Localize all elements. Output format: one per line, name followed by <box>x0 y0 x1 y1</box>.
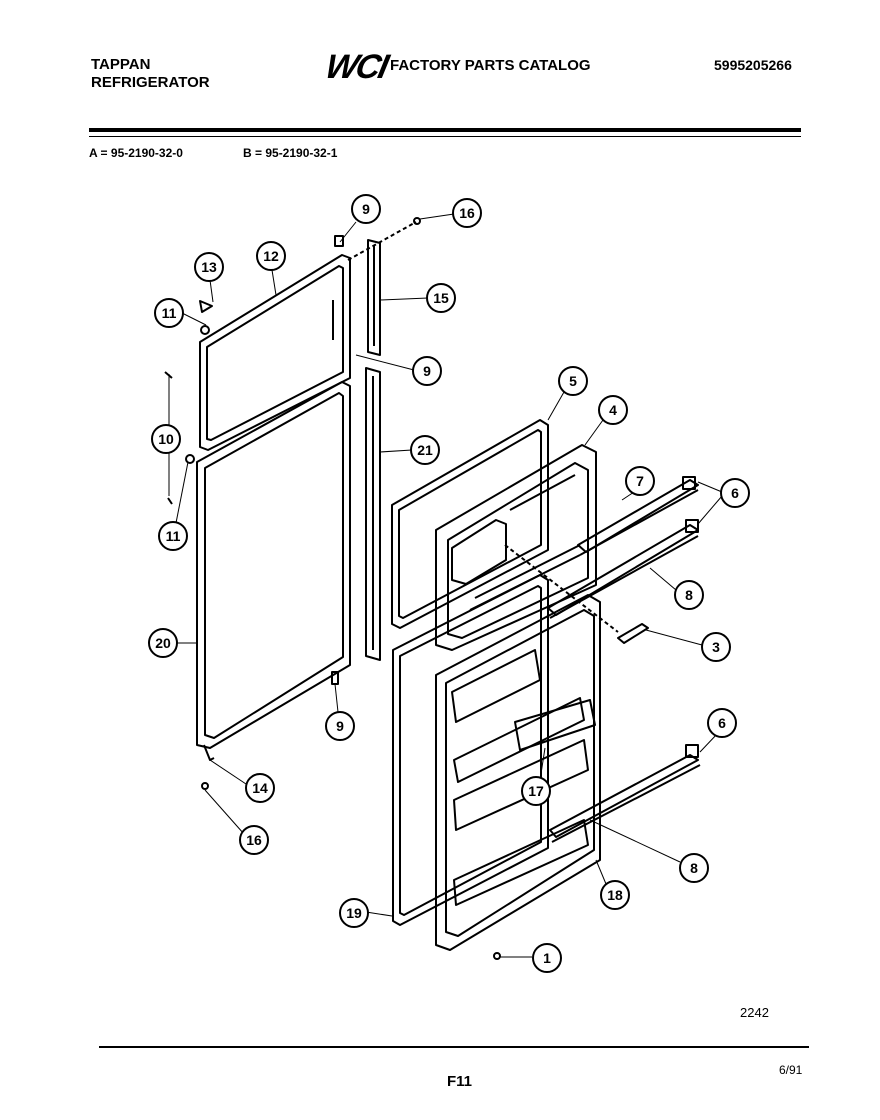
header-rule-thin <box>89 136 801 137</box>
svg-text:18: 18 <box>607 887 623 903</box>
svg-text:16: 16 <box>246 832 262 848</box>
svg-text:13: 13 <box>201 259 217 275</box>
document-number: 5995205266 <box>714 57 792 73</box>
callout-9-bottom: 9 <box>325 711 355 741</box>
svg-text:20: 20 <box>155 635 171 651</box>
callout-19: 19 <box>339 898 369 928</box>
svg-text:16: 16 <box>459 205 475 221</box>
svg-text:19: 19 <box>346 905 362 921</box>
callout-group: 9 16 13 12 15 11 <box>148 194 750 973</box>
svg-text:3: 3 <box>712 639 720 655</box>
callout-11-lower: 11 <box>158 521 188 551</box>
callout-8-lower: 8 <box>679 853 709 883</box>
fresh-food-liner-18 <box>435 594 601 951</box>
callout-16-top: 16 <box>452 198 482 228</box>
freezer-liner-4 <box>435 444 597 651</box>
svg-text:11: 11 <box>166 528 181 544</box>
svg-text:9: 9 <box>362 201 370 217</box>
freezer-gasket-5 <box>391 419 549 629</box>
brand-block: TAPPAN REFRIGERATOR <box>91 56 210 92</box>
screw-16-leader <box>347 221 417 261</box>
pin-13 <box>199 300 213 313</box>
hinge-9-top <box>334 235 344 247</box>
handle-21 <box>365 367 381 661</box>
page-id: F11 <box>447 1073 473 1090</box>
callout-20: 20 <box>148 628 178 658</box>
revision-date: 6/91 <box>779 1063 803 1077</box>
callout-6-lower: 6 <box>707 708 737 738</box>
callout-18: 18 <box>600 880 630 910</box>
svg-text:17: 17 <box>528 783 544 799</box>
svg-text:7: 7 <box>636 473 644 489</box>
callout-21: 21 <box>410 435 440 465</box>
svg-text:15: 15 <box>433 290 449 306</box>
part-3 <box>617 623 649 644</box>
callout-14: 14 <box>245 773 275 803</box>
callout-12: 12 <box>256 241 286 271</box>
callout-3: 3 <box>701 632 731 662</box>
callout-8-upper: 8 <box>674 580 704 610</box>
svg-text:6: 6 <box>731 485 739 501</box>
svg-text:14: 14 <box>252 780 268 796</box>
fresh-food-door-outer <box>196 381 351 749</box>
callout-5: 5 <box>558 366 588 396</box>
svg-text:12: 12 <box>263 248 279 264</box>
model-a-label: A = 95-2190-32-0 <box>89 146 183 160</box>
screw-16-top <box>413 217 421 225</box>
callout-17: 17 <box>521 776 551 806</box>
svg-text:5: 5 <box>569 373 577 389</box>
svg-text:8: 8 <box>690 860 698 876</box>
catalog-title: FACTORY PARTS CATALOG <box>390 57 591 74</box>
callout-4: 4 <box>598 395 628 425</box>
screw-16-bottom <box>201 782 209 790</box>
svg-text:4: 4 <box>609 402 617 418</box>
svg-text:11: 11 <box>162 305 177 321</box>
callout-6-upper: 6 <box>720 478 750 508</box>
footer-rule <box>99 1046 809 1048</box>
header-rule-thick <box>89 128 801 132</box>
svg-text:1: 1 <box>543 950 551 966</box>
svg-text:10: 10 <box>158 431 174 447</box>
callout-11-upper: 11 <box>154 298 184 328</box>
diagram-code: 2242 <box>740 1005 769 1020</box>
product-type: REFRIGERATOR <box>91 74 210 91</box>
callout-16-bottom: 16 <box>239 825 269 855</box>
screw-1 <box>493 952 501 960</box>
svg-text:9: 9 <box>423 363 431 379</box>
shelf-bar-7 <box>577 476 699 556</box>
handle-15 <box>367 239 381 356</box>
fresh-food-gasket-19 <box>392 574 549 926</box>
callout-7: 7 <box>625 466 655 496</box>
svg-text:21: 21 <box>417 442 433 458</box>
svg-text:8: 8 <box>685 587 693 603</box>
bushing-11-lower <box>185 454 195 464</box>
bushing-11-upper <box>200 325 210 335</box>
callout-10: 10 <box>151 424 181 454</box>
freezer-door-outer <box>199 254 351 451</box>
callout-13: 13 <box>194 252 224 282</box>
brand-name: TAPPAN <box>91 56 151 73</box>
callout-9-middle: 9 <box>412 356 442 386</box>
callout-9-top: 9 <box>351 194 381 224</box>
model-b-label: B = 95-2190-32-1 <box>243 146 338 160</box>
svg-text:6: 6 <box>718 715 726 731</box>
callout-1: 1 <box>532 943 562 973</box>
shelf-bar-8-lower <box>549 744 701 843</box>
callout-15: 15 <box>426 283 456 313</box>
svg-text:9: 9 <box>336 718 344 734</box>
